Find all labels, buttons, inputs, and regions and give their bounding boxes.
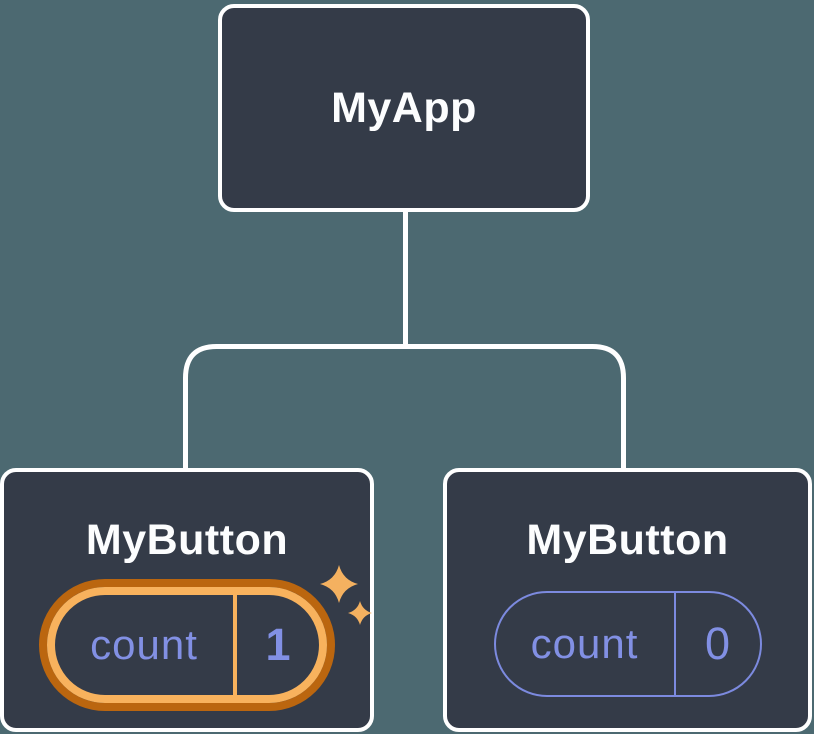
state-key-label: count <box>90 621 198 668</box>
tree-node-myapp: MyApp <box>218 4 590 212</box>
state-pill-highlighted: count 1 <box>47 587 327 703</box>
sparkle-large <box>320 565 358 603</box>
node-label: MyButton <box>85 516 289 564</box>
sparkle-icon <box>320 565 372 625</box>
tree-node-mybutton-plain: MyButton count 0 <box>443 468 812 732</box>
state-value: 1 <box>265 619 291 670</box>
tree-node-mybutton-highlighted: MyButton count 1 <box>0 468 374 732</box>
connector-branch <box>183 344 626 471</box>
state-key-label: count <box>530 620 639 667</box>
sparkle-small <box>348 601 372 625</box>
pill-divider <box>233 595 237 695</box>
node-label: MyButton <box>526 516 729 564</box>
pill-divider <box>673 593 676 695</box>
node-label: MyApp <box>331 83 477 132</box>
state-value: 0 <box>704 618 731 669</box>
state-pill-plain: count 0 <box>493 591 762 697</box>
